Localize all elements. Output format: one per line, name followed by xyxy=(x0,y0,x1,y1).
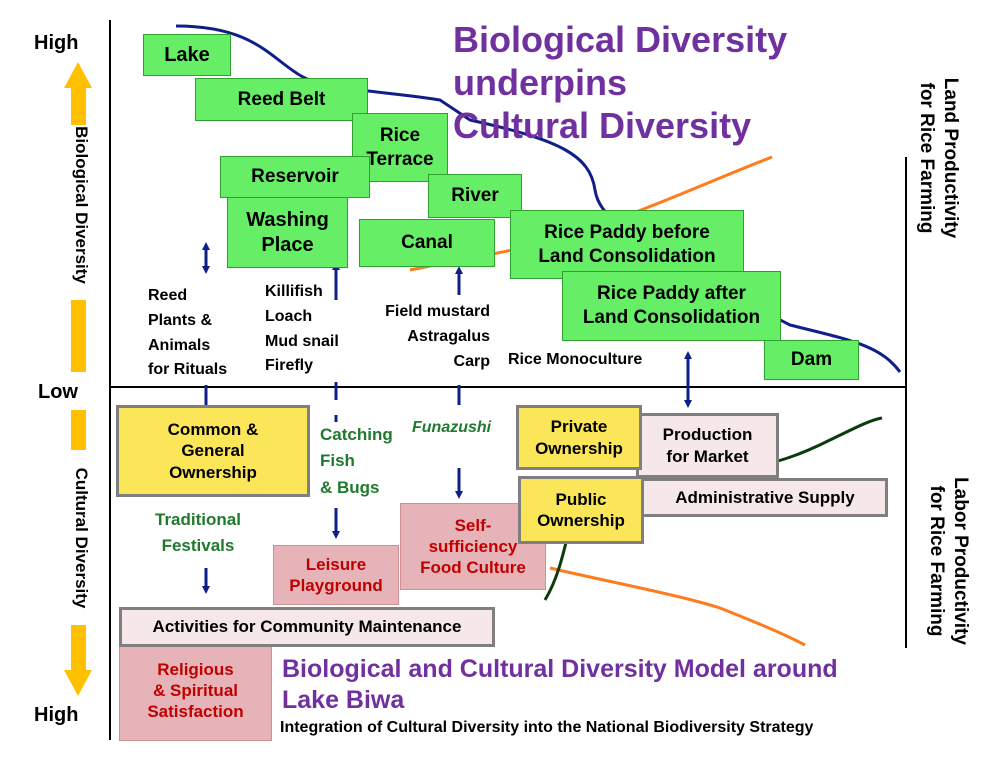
culture-religious: Religious & Spiritual Satisfaction xyxy=(119,640,272,741)
land-productivity-label-1: Land Productivity xyxy=(940,77,961,239)
label-rice-monoculture: Rice Monoculture xyxy=(508,351,643,368)
cultural-diversity-axis-label: Cultural Diversity xyxy=(72,467,91,609)
label-catching-fish: Catching Fish & Bugs xyxy=(320,425,393,497)
model-title: Biological and Cultural Diversity Model … xyxy=(282,654,838,717)
culture-production-market: Production for Market xyxy=(636,413,779,478)
habitat-canal: Canal xyxy=(359,219,495,267)
habitat-lake: Lake xyxy=(143,34,231,76)
main-title-line-2: underpins xyxy=(453,62,628,104)
culture-self-sufficiency: Self- sufficiency Food Culture xyxy=(400,503,546,590)
label-reed-plants: Reed Plants & Animals for Rituals xyxy=(148,287,228,379)
culture-private-ownership: Private Ownership xyxy=(516,405,642,470)
labor-productivity-decline-curve xyxy=(549,566,806,647)
subtitle: Integration of Cultural Diversity into t… xyxy=(280,719,814,736)
habitat-washing-place: Washing Place xyxy=(227,197,348,268)
main-title: Biological Diversity underpins Cultural … xyxy=(453,18,787,148)
habitat-river: River xyxy=(428,174,522,218)
yellow-axis-arrows xyxy=(64,62,92,696)
high-bottom-label: High xyxy=(34,704,79,726)
label-funazushi: Funazushi xyxy=(412,419,492,436)
habitat-reservoir: Reservoir xyxy=(220,156,370,198)
label-field-mustard: Field mustard Astragalus Carp xyxy=(385,303,490,370)
culture-community-maintenance: Activities for Community Maintenance xyxy=(119,607,495,647)
culture-public-ownership: Public Ownership xyxy=(518,476,644,544)
culture-common-ownership: Common & General Ownership xyxy=(116,405,310,497)
labor-productivity-label-1: Labor Productivity xyxy=(950,477,971,645)
main-title-line-1: Biological Diversity xyxy=(453,19,788,60)
labor-productivity-label-2: for Rice Farming xyxy=(926,485,947,637)
model-title-line-1: Biological and Cultural Diversity Model … xyxy=(282,655,838,683)
habitat-rice-paddy-before: Rice Paddy before Land Consolidation xyxy=(510,210,744,279)
high-top-label: High xyxy=(34,32,79,54)
culture-leisure-playground: Leisure Playground xyxy=(273,545,399,605)
navy-arrows xyxy=(202,242,692,594)
habitat-dam: Dam xyxy=(764,340,859,380)
biological-diversity-axis-label: Biological Diversity xyxy=(72,126,91,284)
habitat-rice-paddy-after: Rice Paddy after Land Consolidation xyxy=(562,271,781,341)
habitat-reed-belt: Reed Belt xyxy=(195,78,368,121)
label-killifish: Killifish Loach Mud snail Firefly xyxy=(265,283,339,375)
low-label: Low xyxy=(38,381,78,403)
land-productivity-label-2: for Rice Farming xyxy=(916,82,937,234)
label-traditional-festivals: Traditional Festivals xyxy=(155,510,241,556)
culture-administrative-supply: Administrative Supply xyxy=(636,478,888,517)
main-title-line-3: Cultural Diversity xyxy=(453,105,752,147)
model-title-line-2: Lake Biwa xyxy=(282,686,405,715)
